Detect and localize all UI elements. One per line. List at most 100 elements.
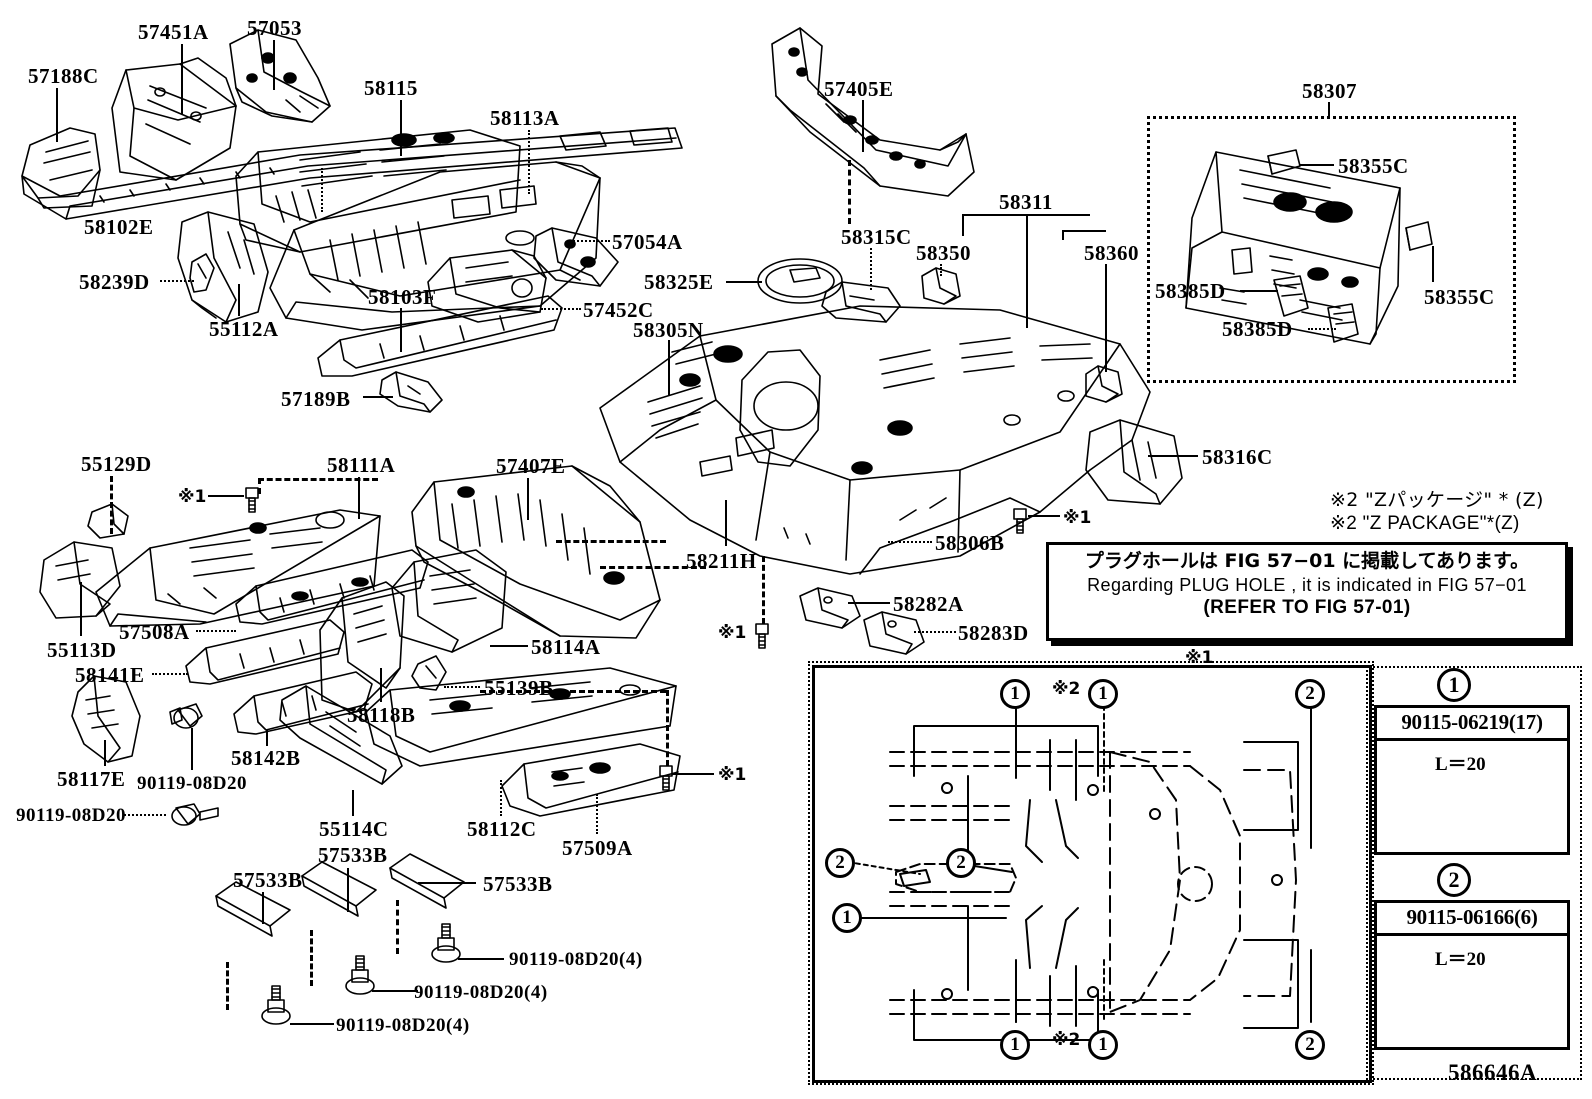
leader-57405E [862, 100, 864, 152]
leader-kome1-b [1028, 515, 1060, 517]
part-shape-58316C [1085, 419, 1183, 505]
leader-dash-58111 [258, 478, 378, 481]
reference-marker: ※1 [1063, 508, 1092, 528]
part-label-55113D: 55113D [47, 638, 117, 662]
leader-57451A [181, 44, 183, 114]
part-label-57533B: 57533B [483, 872, 553, 896]
leader-kome1-dash-b [666, 690, 669, 766]
leader-58360-stem [1062, 230, 1064, 240]
part-shape-58239D [189, 253, 215, 293]
leader-58385D-1 [1240, 290, 1278, 292]
part-shape-57189B [379, 371, 443, 413]
inset-callout-2: 2 [825, 848, 855, 878]
leader-57189B [363, 396, 393, 398]
leader-58385D-2 [1308, 328, 1336, 330]
leader-58239D [160, 280, 194, 282]
part-label-58385D: 58385D [1222, 317, 1293, 341]
inset-callout-1: 1 [1000, 1030, 1030, 1060]
leader-58311 [1026, 214, 1028, 328]
part-label-58325E: 58325E [644, 270, 714, 294]
reference-marker: ※1 [1185, 648, 1214, 668]
part-shape-58102E [21, 127, 683, 220]
part-shape-55112A [177, 211, 269, 323]
part-shape-57509A [501, 743, 681, 817]
part-label-90119-08D20: 90119-08D20 [137, 773, 247, 794]
part-label-58311: 58311 [999, 190, 1053, 214]
part-shape-57054A [533, 227, 619, 287]
part-shape-55139B [411, 655, 447, 691]
bolt-icon-4 [169, 703, 203, 729]
reference-marker: ※2 [1052, 679, 1081, 699]
part-label-58111A: 58111A [327, 453, 396, 477]
leader-57533B-dash-2 [396, 900, 399, 954]
leader-58111A [358, 477, 360, 519]
part-label-58102E: 58102E [84, 215, 154, 239]
part-shape-57188C [21, 127, 101, 209]
part-label-58141E: 58141E [75, 663, 145, 687]
part-shape-57533B-3 [389, 853, 465, 909]
fastener-spec-1: 90115-06219(17) L＝20 [1374, 705, 1570, 855]
inset-callout-1: 1 [1088, 1030, 1118, 1060]
part-label-58316C: 58316C [1202, 445, 1273, 469]
part-label-58142B: 58142B [231, 746, 301, 770]
leader-58360-tee [1062, 230, 1106, 232]
leader-dash-57407 [556, 540, 666, 543]
leader-58305N [668, 340, 670, 396]
leader-58315C [870, 248, 872, 290]
leader-kome1-d [672, 773, 714, 775]
leader-55113D [80, 582, 82, 636]
leader-58114A [490, 645, 528, 647]
leader-57407E [527, 478, 529, 520]
leader-58350 [940, 264, 942, 276]
leader-58316C [1148, 455, 1198, 457]
leader-58360 [1105, 264, 1107, 372]
fastener-body-1: L＝20 [1377, 741, 1567, 853]
leader-58306B [888, 541, 932, 543]
plug-hole-note-ref: (REFER TO FIG 57-01) [1203, 597, 1411, 619]
leader-90119-e [290, 1023, 334, 1025]
part-label-58306B: 58306B [935, 531, 1005, 555]
part-label-57407E: 57407E [496, 454, 566, 478]
reference-marker: ※2 [1052, 1030, 1081, 1050]
inset-callout-2: 2 [946, 848, 976, 878]
part-label-90119-08D20-4-: 90119-08D20(4) [336, 1015, 470, 1036]
leader-dash-58211 [600, 566, 706, 569]
leader-kome1-dash-a [762, 556, 765, 624]
plug-hole-note-jp: プラグホールは FIG 57−01 に掲載してあります。 [1084, 550, 1530, 572]
leader-58113A [528, 130, 530, 194]
reference-marker: ※1 [178, 487, 207, 507]
leader-58283D [914, 631, 956, 633]
part-label-57452C: 57452C [583, 298, 654, 322]
leader-90119-a [191, 728, 193, 770]
part-label-58112C: 58112C [467, 817, 537, 841]
fastener-part-number-2: 90115-06166(6) [1377, 903, 1567, 936]
reference-marker: ※1 [718, 765, 747, 785]
reference-marker: ※1 [718, 623, 747, 643]
inset-callout-1: 1 [1000, 679, 1030, 709]
part-shape-58283D [863, 611, 925, 655]
part-shape-58115 [235, 129, 521, 253]
part-shape-58118B [319, 581, 405, 713]
part-label-58355C: 58355C [1424, 285, 1495, 309]
diagram-id: 586646A [1448, 1060, 1538, 1085]
zpackage-note-jp: ※2 "Zパッケージ" * (Z) [1330, 489, 1544, 511]
part-label-58355C: 58355C [1338, 154, 1409, 178]
leader-58103F [400, 308, 402, 352]
bolt-icon-kome-2 [1013, 508, 1027, 534]
inset-callout-2: 2 [1295, 1030, 1325, 1060]
part-shape-58114A [391, 549, 507, 653]
fastener-spec-2: 90115-06166(6) L＝20 [1374, 900, 1570, 1050]
part-label-57405E: 57405E [824, 77, 894, 101]
part-shape-rear-floor-pan [599, 305, 1151, 575]
bolt-icon-kome-1 [245, 487, 259, 513]
leader-55139B [444, 686, 480, 688]
leader-57533B-dash-1 [310, 930, 313, 986]
part-label-58113A: 58113A [490, 106, 560, 130]
fastener-panel-outer [1366, 666, 1582, 1080]
fastener-length-1: L＝20 [1435, 754, 1486, 775]
part-shape-58282A [799, 587, 861, 629]
part-label-57189B: 57189B [281, 387, 351, 411]
leader-kome1-dash-c [480, 690, 666, 693]
part-label-58114A: 58114A [531, 635, 601, 659]
